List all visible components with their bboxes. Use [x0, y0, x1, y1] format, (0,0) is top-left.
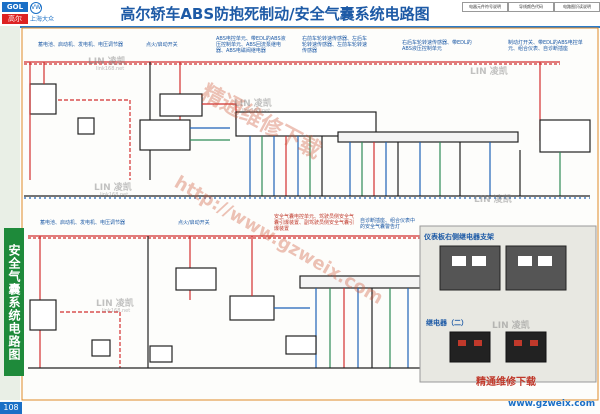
annotation-top-2: 点火/启动开关 [146, 42, 178, 48]
lingkai-watermark: LIN 凌凯 [234, 99, 272, 109]
maker-label: 上海大众 [30, 16, 55, 23]
airbag-igniter-symbol [285, 335, 317, 355]
relay-socket [505, 331, 547, 363]
lingkai-watermark: LIN 凌凯 [492, 321, 530, 331]
lingkai-url: link168.net [100, 192, 129, 198]
ignition-switch-symbol-2 [175, 267, 217, 291]
relay-label: 继电器（二） [426, 319, 468, 327]
annotation-top-3: ABS电控单元、带EDL的ABS液压控制单元、ABS回流泵继电器、ABS电磁阀继… [216, 36, 286, 54]
airbag-section-label: 安全气囊系统电路图 [4, 228, 24, 376]
generator-symbol [149, 345, 173, 363]
model-sub-badge: 高尔 [2, 14, 28, 24]
lingkai-watermark: LIN 凌凯 [94, 183, 132, 193]
lingkai-url: link168.net [242, 108, 271, 114]
vw-logo-icon: VW [30, 2, 42, 14]
annotation-top-5: 右后车轮转速传感器、带EDL的ABS液压控制单元 [402, 40, 472, 52]
lingkai-watermark: LIN 凌凯 [470, 67, 508, 77]
annotation-top-1: 蓄电池、启动机、发电机、电压调节器 [38, 42, 124, 48]
relay-box-symbol [139, 119, 191, 151]
starter-symbol [77, 117, 95, 135]
lingkai-url: link168.net [102, 308, 131, 314]
lingkai-watermark: LIN 凌凯 [474, 195, 512, 205]
brand-box: GOL 高尔 VW 上海大众 [2, 2, 62, 30]
airbag-circuit [28, 235, 421, 369]
ignition-switch-symbol [159, 93, 203, 117]
site-brand: 精通维修下载 [476, 377, 536, 388]
page-number: 108 [0, 402, 22, 414]
page-title: 高尔轿车ABS防抱死制动/安全气囊系统电路图 [120, 5, 430, 23]
lingkai-watermark: LIN 凌凯 [88, 57, 126, 67]
relay-panel-title: 仪表板右侧继电器支架 [424, 233, 494, 241]
site-url: www.gzweix.com [508, 399, 596, 409]
abs-ecu-connector-symbol [337, 131, 519, 143]
battery-symbol [29, 83, 57, 115]
combination-instrument-symbol [539, 119, 591, 153]
annotation-bottom-3: 安全气囊电控单元、驾驶员侧安全气囊引爆装置、副驾驶员侧安全气囊引爆装置 [274, 214, 355, 232]
annotation-top-4: 右前车轮转速传感器、左后车轮转速传感器、左前车轮转速传感器 [302, 36, 368, 54]
legend-item: 导线颜色代码 [508, 2, 554, 12]
relay-socket [439, 245, 501, 291]
relay-socket [505, 245, 567, 291]
relay-bracket-panel [419, 225, 597, 383]
battery-symbol-2 [29, 299, 57, 331]
lingkai-watermark: LIN 凌凯 [96, 299, 134, 309]
lingkai-url: link168.net [96, 66, 125, 72]
airbag-fuse-block-symbol [229, 295, 275, 321]
abs-circuit [24, 61, 591, 199]
annotation-bottom-1: 蓄电池、启动机、发电机、电压调节器 [40, 220, 126, 226]
starter-symbol-2 [91, 339, 111, 357]
legend-item: 电器元件符号说明 [462, 2, 508, 12]
page-header: GOL 高尔 VW 上海大众 高尔轿车ABS防抱死制动/安全气囊系统电路图 电器… [0, 0, 600, 28]
annotation-top-6: 制动灯开关、带EDL的ABS电控单元、组合仪表、自诊断插座 [508, 40, 583, 52]
annotation-bottom-4: 自诊断插座、组合仪表中的安全气囊警告灯 [360, 218, 416, 230]
annotation-bottom-2: 点火/启动开关 [178, 220, 210, 226]
model-badge: GOL [2, 2, 28, 12]
relay-socket [449, 331, 491, 363]
legend: 电器元件符号说明 导线颜色代码 电路图识读说明 [462, 2, 600, 22]
